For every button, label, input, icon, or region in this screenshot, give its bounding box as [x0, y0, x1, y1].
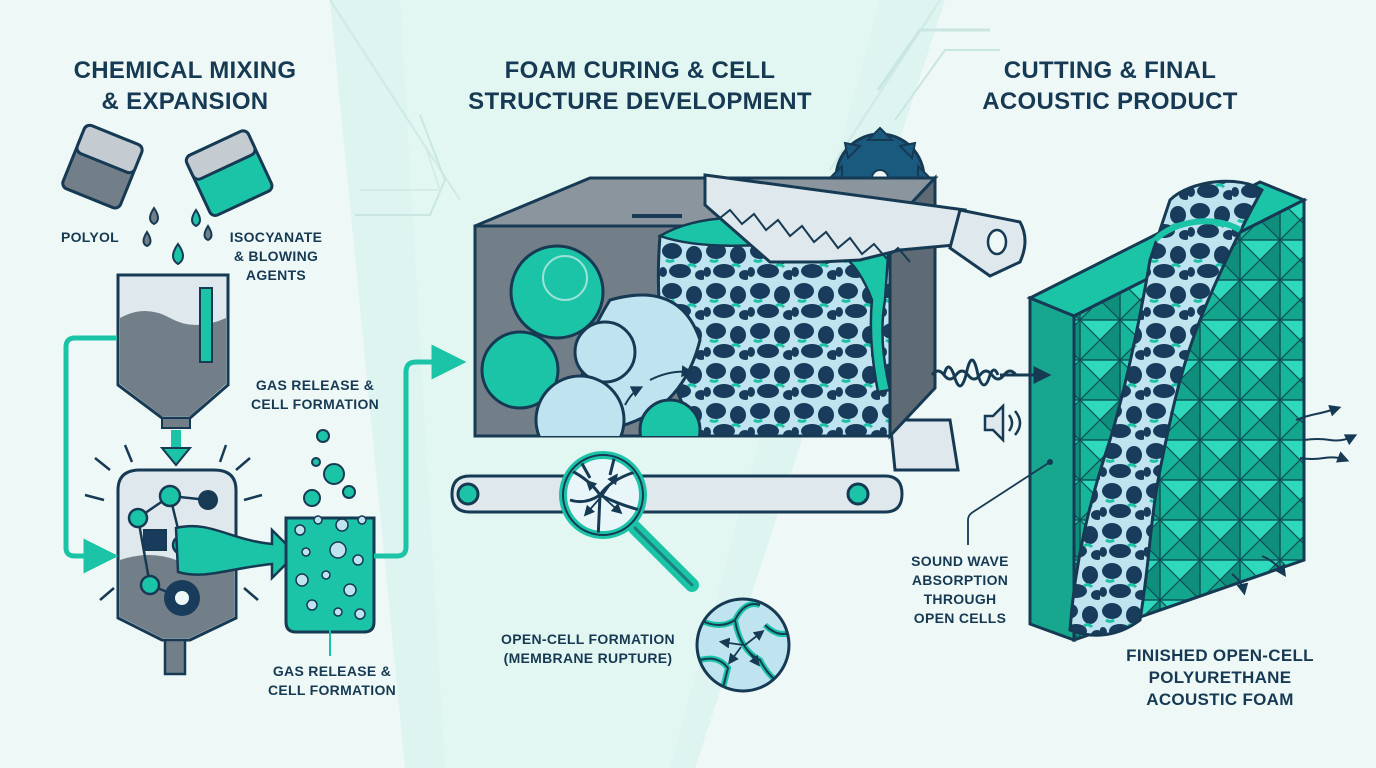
sound-absorption-line-2: ABSORPTION: [911, 572, 1009, 588]
panel-3-title-line-1: CUTTING & FINAL: [1003, 57, 1217, 84]
reaction-vessel: [84, 444, 298, 676]
label-pointer: [967, 461, 1051, 545]
acoustic-foam-panel: [1026, 179, 1308, 643]
recirculation-arrow: [63, 335, 119, 574]
panel-3-title-line-2: ACOUSTIC PRODUCT: [982, 88, 1238, 115]
foam-block: [450, 126, 1027, 514]
sound-absorption-label: SOUND WAVE ABSORPTION THROUGH OPEN CELLS: [900, 552, 1020, 628]
gas-release-lower-line-2: CELL FORMATION: [267, 682, 397, 698]
foam-beaker: [284, 429, 376, 656]
gas-release-lower-label: GAS RELEASE & CELL FORMATION: [252, 662, 412, 700]
gas-release-upper-line-2: CELL FORMATION: [250, 396, 380, 412]
polyol-container-icon: [61, 123, 144, 210]
gas-release-lower-line-1: GAS RELEASE &: [272, 663, 392, 679]
sound-absorption-line-4: OPEN CELLS: [913, 610, 1007, 626]
sound-absorption-line-3: THROUGH: [923, 591, 997, 607]
isocyanate-label-line-2: & BLOWING: [233, 248, 319, 264]
panel-1-title-line-2: & EXPANSION: [101, 88, 269, 115]
isocyanate-label-line-1: ISOCYANATE: [229, 229, 323, 245]
finished-product-line-3: ACOUSTIC FOAM: [1146, 690, 1294, 709]
speaker-icon: [983, 402, 1022, 444]
gas-release-upper-line-1: GAS RELEASE &: [255, 377, 375, 393]
panel-2-title-line-1: FOAM CURING & CELL: [504, 57, 776, 84]
isocyanate-label: ISOCYANATE & BLOWING AGENTS: [216, 228, 336, 285]
finished-product-label: FINISHED OPEN-CELL POLYURETHANE ACOUSTIC…: [1090, 645, 1350, 711]
open-cell-label-line-2: (MEMBRANE RUPTURE): [503, 650, 673, 666]
sound-absorption-line-1: SOUND WAVE: [911, 553, 1009, 569]
panel-1-title: CHEMICAL MIXING & EXPANSION: [30, 55, 340, 117]
polyol-label: POLYOL: [60, 229, 120, 245]
finished-product-line-2: POLYURETHANE: [1148, 668, 1292, 687]
finished-product-line-1: FINISHED OPEN-CELL: [1126, 646, 1314, 665]
gas-release-upper-label: GAS RELEASE & CELL FORMATION: [235, 376, 395, 414]
isocyanate-container-icon: [184, 129, 274, 217]
open-cell-label: OPEN-CELL FORMATION (MEMBRANE RUPTURE): [478, 630, 698, 668]
hand-saw-icon: [703, 173, 1027, 278]
droplets: [142, 206, 213, 266]
sound-wave-icon: [930, 358, 1052, 388]
panel-2-title-line-2: STRUCTURE DEVELOPMENT: [468, 88, 812, 115]
panel-3-title: CUTTING & FINAL ACOUSTIC PRODUCT: [945, 55, 1275, 117]
magnifier-icon: [559, 451, 699, 592]
flow-arrow: [374, 344, 467, 559]
exit-arrows: [1231, 404, 1358, 596]
membrane-rupture-detail: [695, 597, 791, 693]
open-cell-label-line-1: OPEN-CELL FORMATION: [501, 631, 675, 647]
panel-1-title-line-1: CHEMICAL MIXING: [73, 57, 297, 84]
isocyanate-label-line-3: AGENTS: [245, 267, 307, 283]
panel-2-title: FOAM CURING & CELL STRUCTURE DEVELOPMENT: [440, 55, 840, 117]
mixing-hopper: [116, 273, 230, 467]
